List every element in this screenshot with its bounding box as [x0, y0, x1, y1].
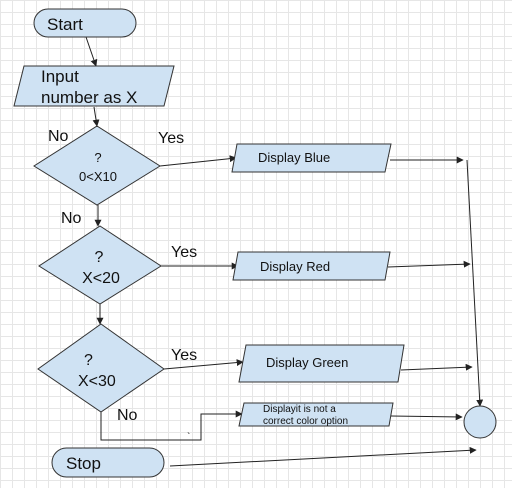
decision2-condition: X<20: [82, 270, 120, 287]
display-invalid-node: Displayit is not a correct color option: [238, 402, 394, 427]
display-red-label: Display Red: [260, 259, 330, 274]
input-label-line2: number as X: [41, 88, 137, 107]
decision-x-20: ? X<20: [38, 225, 162, 305]
start-to-input-arrow: [85, 36, 98, 67]
decision1-yes-arrow: [159, 155, 237, 167]
display-green-label: Display Green: [266, 355, 348, 370]
decision1-condition: 0<X10: [79, 169, 117, 184]
display-blue-label: Display Blue: [258, 150, 330, 165]
decision3-no-connector: [100, 410, 243, 441]
start-node: Start: [33, 8, 137, 38]
decision2-yes-label: Yes: [171, 244, 197, 261]
connectors: [85, 36, 484, 467]
input-to-decision1-arrow: [92, 106, 100, 127]
invalid-out-arrow: [390, 413, 463, 421]
decision3-no-label: No: [117, 407, 138, 424]
edge-labels: No Yes No Yes Yes No `: [48, 128, 197, 443]
display-green-node: Display Green: [238, 344, 405, 383]
start-label: Start: [47, 15, 83, 34]
display-invalid-line2: correct color option: [263, 416, 348, 427]
decision3-question: ?: [84, 352, 93, 369]
decision1-no-label: No: [48, 128, 69, 145]
stop-connector-arrow: [169, 446, 477, 467]
decision1-yes-label: Yes: [158, 130, 184, 147]
decision2-no-label: No: [61, 210, 82, 227]
display-blue-node: Display Blue: [231, 143, 392, 173]
input-node: Input number as X: [13, 65, 175, 107]
stop-label: Stop: [66, 454, 101, 473]
merge-connector: [463, 405, 497, 439]
display-red-node: Display Red: [232, 251, 391, 281]
input-label-line1: Input: [41, 67, 79, 86]
green-out-arrow: [400, 363, 473, 371]
decision3-condition: X<30: [78, 373, 116, 390]
display-invalid-line1: Displayit is not a: [263, 404, 336, 415]
decision3-yes-label: Yes: [171, 347, 197, 364]
decision3-yes-arrow: [163, 359, 244, 370]
decision-0-x-10: ? 0<X10: [33, 125, 161, 206]
stray-mark: `: [187, 431, 190, 443]
merge-vertical-arrow: [466, 159, 484, 407]
decision-x-30: ? X<30: [37, 323, 165, 413]
stop-node: Stop: [51, 447, 165, 478]
decision1-question: ?: [94, 150, 101, 165]
red-out-arrow: [387, 260, 471, 268]
decision2-question: ?: [95, 249, 104, 266]
